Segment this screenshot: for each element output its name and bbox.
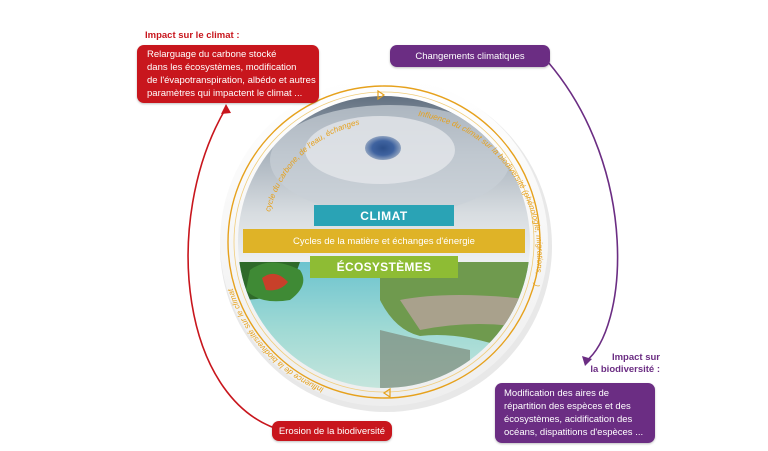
impact-biodiversity-line: répartition des espèces et des bbox=[504, 401, 631, 412]
erosion-label: Erosion de la biodiversité bbox=[278, 425, 386, 437]
climat-band: CLIMAT bbox=[314, 205, 454, 226]
ring-line-outer bbox=[227, 85, 541, 399]
impact-climate-line: de l'évapotranspiration, albédo et autre… bbox=[147, 75, 316, 86]
purple-cycle-arrow bbox=[547, 61, 619, 363]
impact-climate-caption: Impact sur le climat : bbox=[145, 30, 240, 41]
ring-chevron-top-icon bbox=[377, 89, 386, 101]
ring-chevron-bottom-icon bbox=[382, 387, 391, 399]
impact-biodiversity-caption-line: Impact sur bbox=[611, 352, 660, 363]
impact-biodiversity-line: océans, dispatitions d'espèces ... bbox=[504, 427, 644, 438]
impact-climate-box: Relarguage du carbone stocké dans les éc… bbox=[137, 45, 319, 103]
ring-line-inner bbox=[233, 91, 535, 393]
impact-biodiversity-caption: Impact sur la biodiversité : bbox=[590, 352, 660, 376]
red-cycle-arrow bbox=[187, 107, 289, 433]
cycles-label: Cycles de la matière et échanges d'énerg… bbox=[293, 235, 475, 247]
impact-biodiversity-box: Modification des aires de répartition de… bbox=[495, 383, 655, 443]
impact-climate-line: paramètres qui impactent le climat ... bbox=[147, 88, 303, 99]
impact-biodiversity-line: écosystèmes, acidification des bbox=[504, 414, 633, 425]
purple-arrowhead-icon bbox=[582, 356, 592, 366]
climate-changes-label: Changements climatiques bbox=[415, 50, 525, 62]
hurricane-eye bbox=[365, 136, 401, 160]
impact-climate-line: dans les écosystèmes, modification bbox=[147, 62, 297, 73]
climate-changes-box: Changements climatiques bbox=[390, 45, 550, 67]
ecosystemes-label: ÉCOSYSTÈMES bbox=[336, 260, 432, 274]
erosion-box: Erosion de la biodiversité bbox=[272, 421, 392, 441]
ecosystemes-band: ÉCOSYSTÈMES bbox=[310, 256, 458, 278]
red-arrowhead-icon bbox=[221, 104, 231, 114]
climat-label: CLIMAT bbox=[360, 208, 408, 223]
impact-climate-line: Relarguage du carbone stocké bbox=[147, 49, 277, 60]
impact-biodiversity-caption-line: la biodiversité : bbox=[590, 364, 660, 375]
impact-biodiversity-line: Modification des aires de bbox=[504, 388, 610, 399]
cycles-band: Cycles de la matière et échanges d'énerg… bbox=[243, 229, 525, 253]
